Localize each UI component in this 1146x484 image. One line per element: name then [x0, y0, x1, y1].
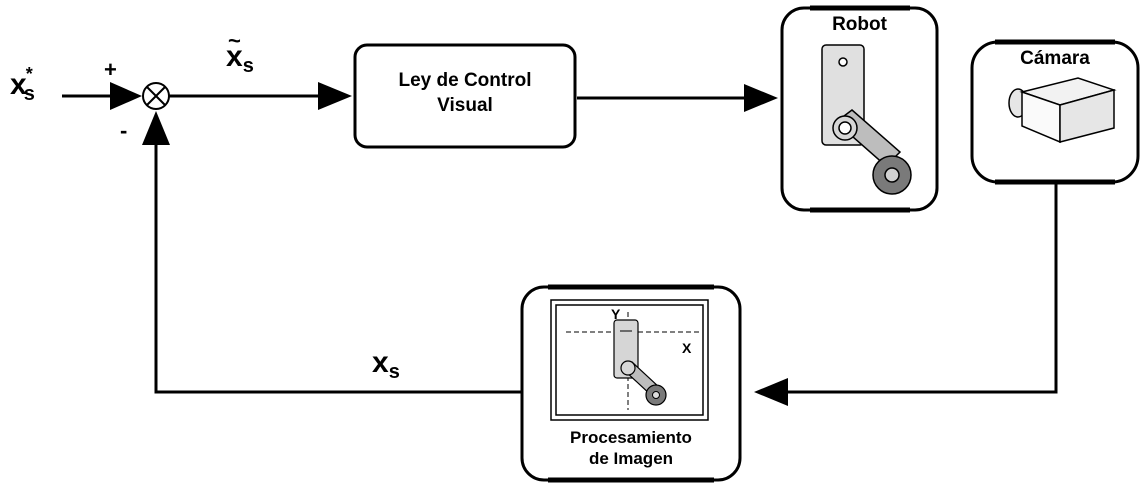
feedback-sub: s [388, 361, 400, 383]
image-axis-x-label: X [682, 340, 692, 356]
error-sub: s [242, 55, 254, 77]
controller-line2: Visual [437, 95, 493, 116]
error-main: x [226, 40, 243, 73]
reference-arrow [62, 82, 142, 110]
processing-line1: Procesamiento [570, 428, 692, 447]
reference-signal-label: x*s [10, 64, 45, 105]
processing-label: Procesamiento de Imagen [522, 427, 740, 469]
controller-to-robot-arrow [577, 84, 778, 112]
image-frame-illustration [550, 299, 709, 421]
plus-sign: + [104, 57, 117, 82]
image-axis-y-label: Y [611, 306, 621, 322]
reference-sup: * [25, 64, 33, 84]
camera-to-processing-arrow [754, 183, 1058, 406]
feedback-arrow [142, 111, 521, 394]
camera-illustration [1008, 77, 1117, 144]
controller-block [353, 43, 577, 149]
camera-title: Cámara [1020, 48, 1090, 69]
minus-sign: - [120, 118, 128, 143]
reference-sub: s [23, 83, 35, 105]
reference-main: x [10, 68, 27, 101]
feedback-main: x [372, 346, 389, 379]
summing-junction [142, 82, 170, 110]
error-arrow [169, 82, 352, 110]
robot-title: Robot [832, 14, 887, 35]
processing-line2: de Imagen [588, 449, 674, 468]
error-signal-label: ~xs [226, 28, 254, 77]
error-tilde: ~ [228, 28, 241, 53]
controller-label: Ley de Control Visual [355, 68, 575, 118]
robot-arm-illustration [821, 44, 912, 195]
feedback-signal-label: xs [372, 346, 400, 383]
controller-line1: Ley de Control [398, 70, 532, 91]
